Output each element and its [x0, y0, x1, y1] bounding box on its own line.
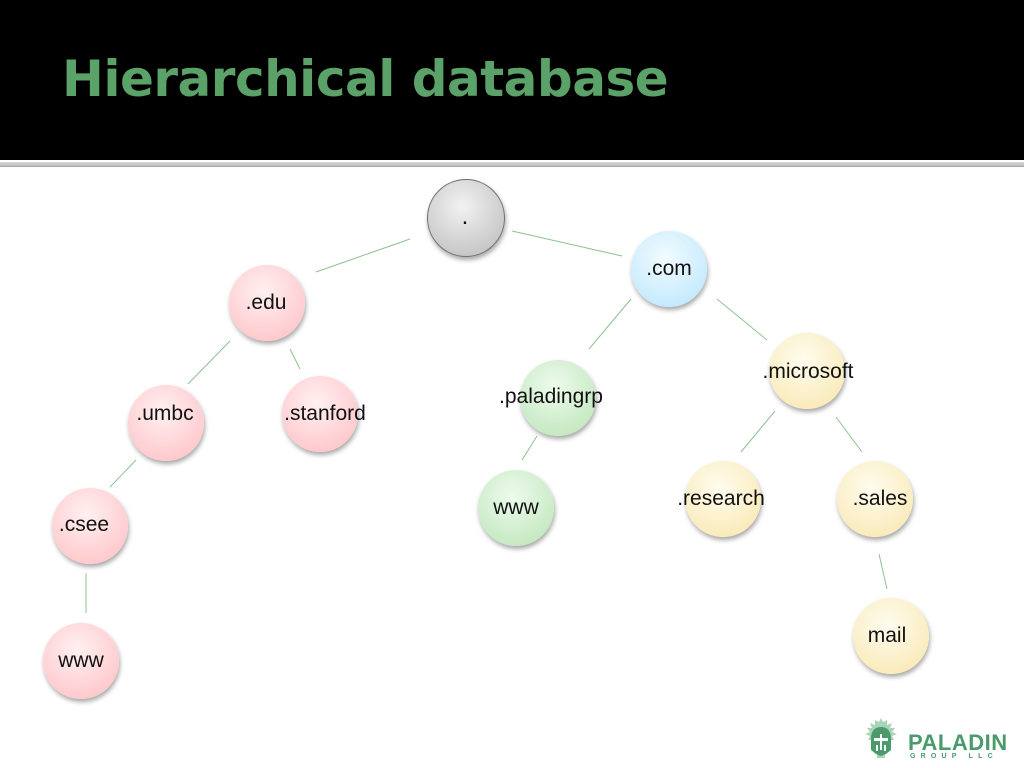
logo-name: PALADIN — [908, 730, 1008, 755]
logo-subtitle: GROUP LLC — [910, 753, 998, 760]
tree-node-label: .edu — [245, 291, 287, 314]
knight-helmet-icon — [865, 718, 897, 758]
tree-node-csee — [52, 488, 128, 564]
edge-com-microsoft — [716, 298, 768, 341]
tree-node-label: .sales — [852, 487, 908, 510]
tree-node-label: .com — [646, 257, 692, 280]
tree-node-label: www — [493, 496, 539, 519]
edge-com-paladingrp — [588, 298, 632, 350]
paladin-logo: PALADIN GROUP LLC — [856, 712, 1016, 764]
tree-node-root — [427, 179, 505, 257]
tree-node-www-csee — [43, 623, 119, 699]
tree-node-www-paladin — [478, 470, 554, 546]
title-divider — [0, 162, 1024, 167]
tree-node-umbc — [128, 385, 204, 461]
edge-root-com — [511, 230, 623, 257]
edge-root-edu — [315, 238, 411, 273]
tree-node-label: .umbc — [136, 402, 194, 425]
tree-node-sales — [837, 461, 913, 537]
tree-node-microsoft — [769, 333, 845, 409]
tree-node-label: .paladingrp — [499, 385, 603, 408]
tree-node-stanford — [282, 376, 358, 452]
tree-node-edu — [229, 265, 305, 341]
tree-node-label: .stanford — [284, 402, 366, 425]
edge-umbc-csee — [109, 459, 137, 488]
tree-node-label: www — [58, 649, 104, 672]
tree-node-label: .csee — [58, 513, 110, 536]
tree-node-label: .research — [677, 487, 765, 510]
edge-paladingrp-www — [521, 435, 538, 461]
tree-node-paladingrp — [520, 360, 596, 436]
edge-edu-umbc — [187, 340, 231, 385]
tree-node-mail — [853, 598, 929, 674]
title-bar: Hierarchical database — [0, 0, 1024, 160]
tree-node-label: mail — [867, 624, 907, 647]
tree-node-com — [631, 231, 707, 307]
tree-node-research — [685, 461, 761, 537]
edge-microsoft-research — [740, 410, 776, 453]
tree-node-label: . — [461, 203, 469, 230]
edge-edu-stanford — [289, 348, 301, 370]
tree-node-label: .microsoft — [762, 360, 854, 383]
edge-sales-mail — [878, 553, 888, 590]
slide-title: Hierarchical database — [62, 50, 669, 108]
edge-microsoft-sales — [835, 416, 863, 453]
